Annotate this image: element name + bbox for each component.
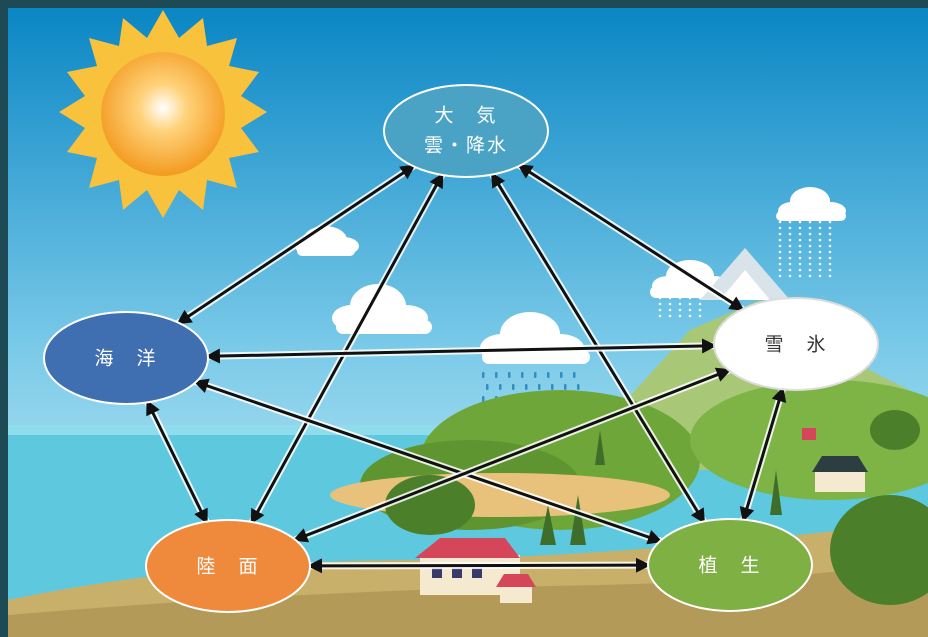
node-vegetation-label: 植 生 (698, 555, 761, 577)
node-land-label: 陸 面 (196, 556, 259, 578)
node-atmosphere: 大 気 雲・降水 (383, 84, 549, 178)
node-atmosphere-label-line2: 雲・降水 (424, 135, 508, 157)
node-snow-ice-label: 雪 氷 (764, 334, 827, 356)
sun-icon (59, 10, 267, 218)
node-ocean-label: 海 洋 (94, 348, 157, 370)
interaction-arrows (144, 162, 787, 574)
arrow-ocean-snow_ice (204, 338, 718, 364)
node-snow-ice: 雪 氷 (713, 297, 879, 391)
arrow-land-vegetation (306, 557, 652, 574)
node-land: 陸 面 (145, 519, 311, 613)
arrow-land-snow_ice (292, 367, 732, 543)
node-vegetation: 植 生 (647, 518, 813, 612)
node-ocean: 海 洋 (43, 311, 209, 405)
arrow-snow_ice-vegetation (739, 386, 787, 523)
node-atmosphere-label-line1: 大 気 (434, 105, 497, 127)
